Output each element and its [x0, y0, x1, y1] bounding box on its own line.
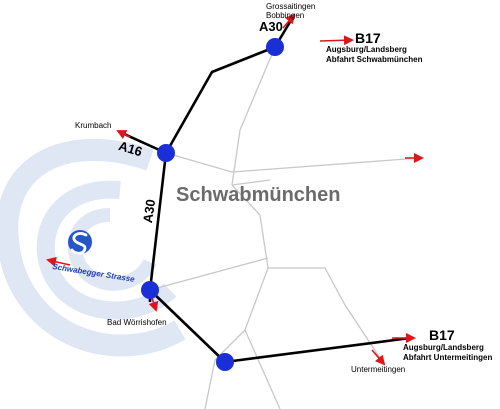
watermark-swirl: [0, 139, 186, 357]
junction-schwabegger: [141, 281, 159, 299]
road-label-b17-bottom: B17: [429, 327, 455, 343]
s-swirl-logo-icon: [68, 230, 92, 255]
arrow-b17-top: [319, 35, 354, 46]
arrow-krumbach: [116, 130, 131, 140]
arrow-bad-woerrishofen: [148, 297, 159, 312]
label-abfahrt-untermeitingen: Abfahrt Untermeitingen: [403, 353, 493, 362]
arrow-grossaitingen: [282, 13, 296, 29]
label-untermeitingen: Untermeitingen: [351, 365, 406, 374]
junction-south: [216, 353, 234, 371]
road-label-a30-vertical: A30: [140, 198, 159, 224]
road-label-b17-top: B17: [355, 30, 381, 46]
label-augsburg-landsberg-bottom: Augsburg/Landsberg: [403, 343, 484, 352]
arrow-schwabegger: [46, 256, 71, 267]
label-augsburg-landsberg-top: Augsburg/Landsberg: [326, 45, 407, 54]
junction-a16: [157, 144, 175, 162]
city-name: Schwabmünchen: [176, 184, 341, 206]
junctions: [141, 38, 284, 371]
junction-north: [266, 38, 284, 56]
label-bobbingen: Bobbingen: [266, 11, 305, 20]
label-abfahrt-schwabmuenchen: Abfahrt Schwabmünchen: [326, 55, 423, 64]
arrow-untermeitingen: [371, 349, 386, 366]
label-bad-woerrishofen: Bad Wörrishofen: [107, 318, 167, 327]
label-krumbach: Krumbach: [75, 121, 112, 130]
road-label-a30-top: A30: [259, 19, 283, 34]
direction-arrows: [46, 13, 424, 366]
label-grossaitingen: Grossaitingen: [266, 2, 316, 11]
